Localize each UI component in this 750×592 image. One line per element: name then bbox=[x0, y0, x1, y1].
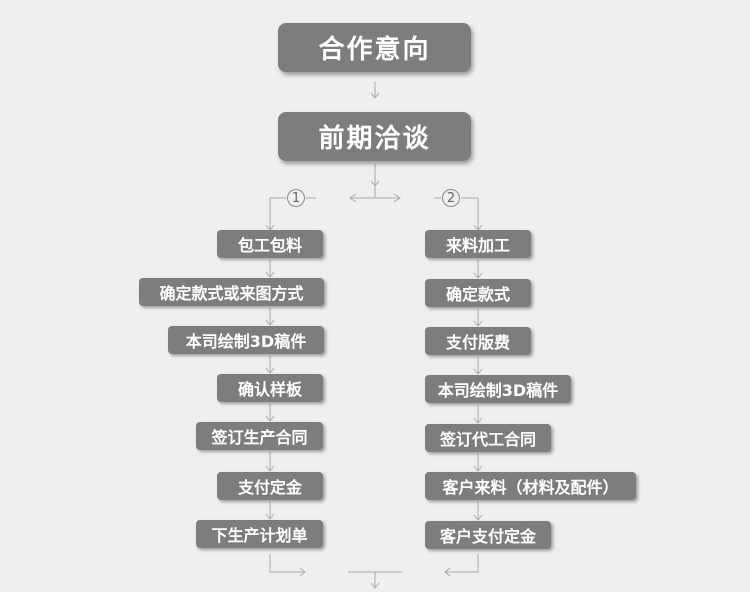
right-step-1-label: 来料加工 bbox=[445, 236, 510, 255]
left-step-6-label: 支付定金 bbox=[237, 478, 302, 497]
right-step-1: 来料加工 bbox=[425, 230, 531, 258]
left-step-2: 确定款式或来图方式 bbox=[139, 278, 324, 306]
left-step-1-label: 包工包料 bbox=[237, 236, 302, 255]
right-step-4: 本司绘制3D稿件 bbox=[425, 375, 571, 403]
left-step-6: 支付定金 bbox=[217, 472, 323, 500]
right-step-7: 客户支付定金 bbox=[425, 521, 551, 549]
branch-2-number: 2 bbox=[442, 189, 460, 207]
left-step-2-label: 确定款式或来图方式 bbox=[159, 284, 304, 303]
left-step-3-label: 本司绘制3D稿件 bbox=[185, 332, 307, 351]
preliminary-negotiation-label: 前期洽谈 bbox=[318, 124, 431, 154]
left-step-5: 签订生产合同 bbox=[196, 422, 323, 450]
left-step-4-label: 确认样板 bbox=[237, 380, 302, 399]
left-step-7-label: 下生产计划单 bbox=[211, 526, 308, 545]
right-step-4-label: 本司绘制3D稿件 bbox=[437, 381, 559, 400]
left-step-1: 包工包料 bbox=[217, 230, 323, 258]
right-step-3: 支付版费 bbox=[425, 327, 531, 355]
right-step-5: 签订代工合同 bbox=[425, 424, 551, 452]
right-step-6: 客户来料（材料及配件） bbox=[425, 472, 636, 500]
right-step-6-label: 客户来料（材料及配件） bbox=[442, 478, 619, 497]
left-step-3: 本司绘制3D稿件 bbox=[168, 326, 324, 354]
left-step-7: 下生产计划单 bbox=[196, 520, 323, 548]
right-step-5-label: 签订代工合同 bbox=[439, 430, 536, 449]
preliminary-negotiation-box: 前期洽谈 bbox=[278, 112, 471, 161]
right-step-2-label: 确定款式 bbox=[445, 285, 510, 304]
left-step-4: 确认样板 bbox=[217, 374, 323, 402]
right-step-3-label: 支付版费 bbox=[445, 333, 510, 352]
right-step-2: 确定款式 bbox=[425, 279, 531, 307]
branch-1-number: 1 bbox=[287, 189, 305, 207]
left-step-5-label: 签订生产合同 bbox=[211, 428, 308, 447]
cooperation-intent-label: 合作意向 bbox=[318, 35, 431, 65]
cooperation-intent-box: 合作意向 bbox=[278, 23, 471, 72]
right-step-7-label: 客户支付定金 bbox=[439, 527, 536, 546]
